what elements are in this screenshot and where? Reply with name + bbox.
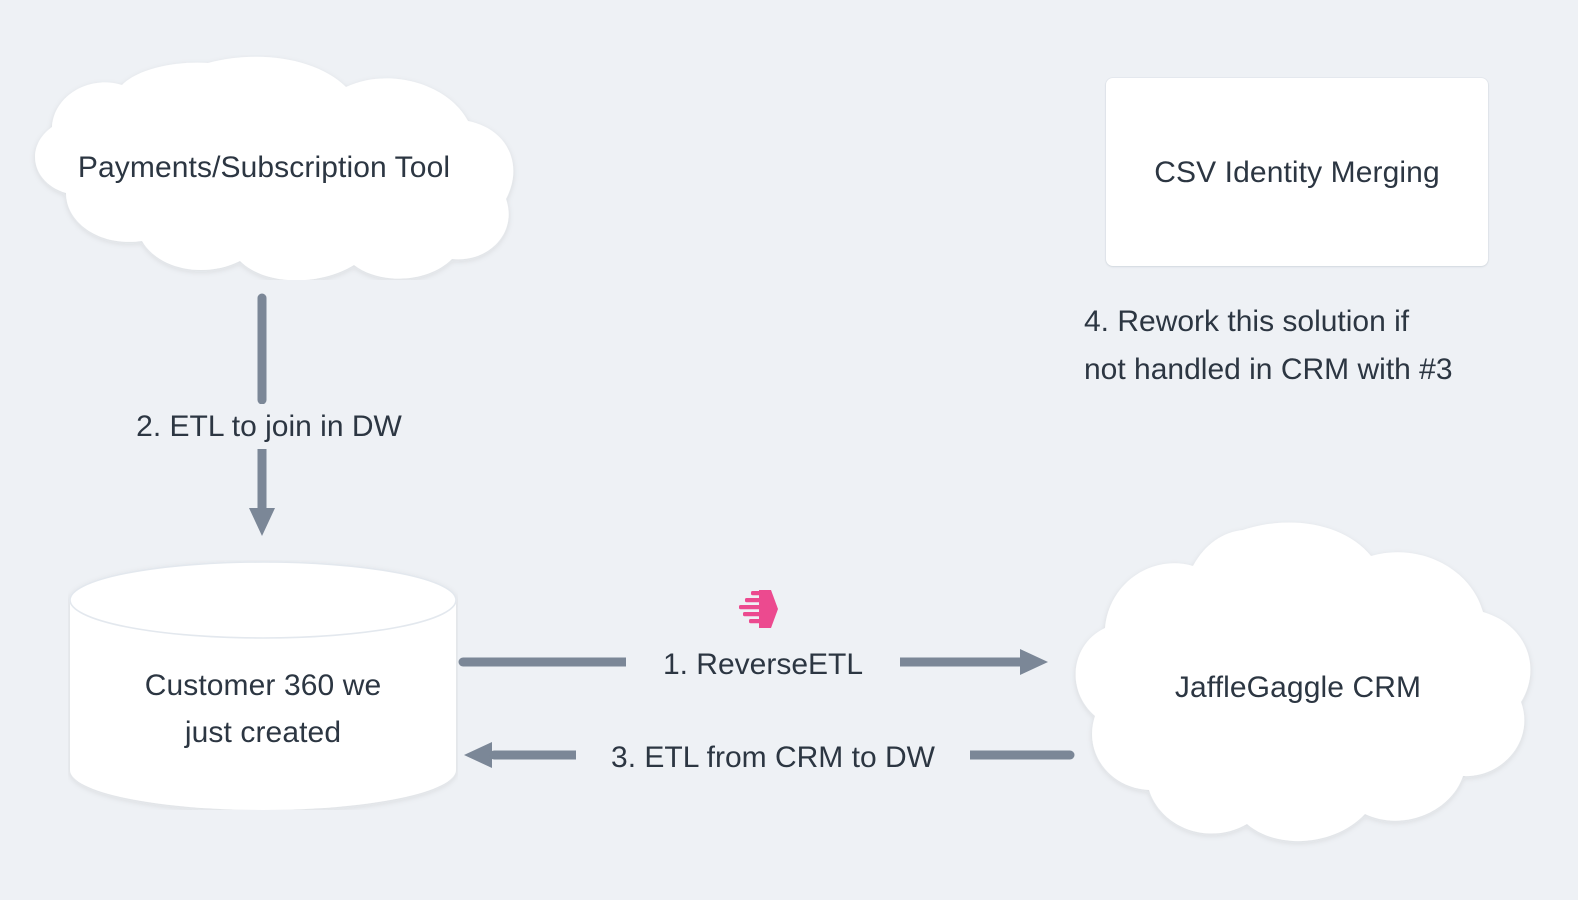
node-customer-360-datawarehouse[interactable]: Customer 360 we just created xyxy=(68,560,458,810)
node-payments-label: Payments/Subscription Tool xyxy=(77,151,451,184)
node-jafflegaggle-crm[interactable]: JaffleGaggle CRM xyxy=(1053,520,1543,850)
node-customer-360-label: Customer 360 we just created xyxy=(144,669,382,750)
node-payments-subscription-tool[interactable]: Payments/Subscription Tool xyxy=(8,55,520,280)
edge-label-etl-from-crm-to-dw: 3. ETL from CRM to DW xyxy=(576,735,970,780)
edge-label-etl-to-join-in-dw: 2. ETL to join in DW xyxy=(112,404,426,449)
arrowhead-right-icon xyxy=(1020,649,1048,675)
edge-label-reverse-etl: 1. ReverseETL xyxy=(626,642,900,687)
dbt-logo-icon xyxy=(737,589,779,629)
arrowhead-down-icon xyxy=(249,508,275,536)
arrowhead-left-icon xyxy=(464,742,492,768)
node-csv-identity-label: CSV Identity Merging xyxy=(1154,156,1440,189)
annotation-rework-note: 4. Rework this solution if not handled i… xyxy=(1084,305,1453,386)
node-csv-identity-merging[interactable]: CSV Identity Merging xyxy=(1106,78,1488,266)
node-crm-label: JaffleGaggle CRM xyxy=(1174,671,1422,704)
